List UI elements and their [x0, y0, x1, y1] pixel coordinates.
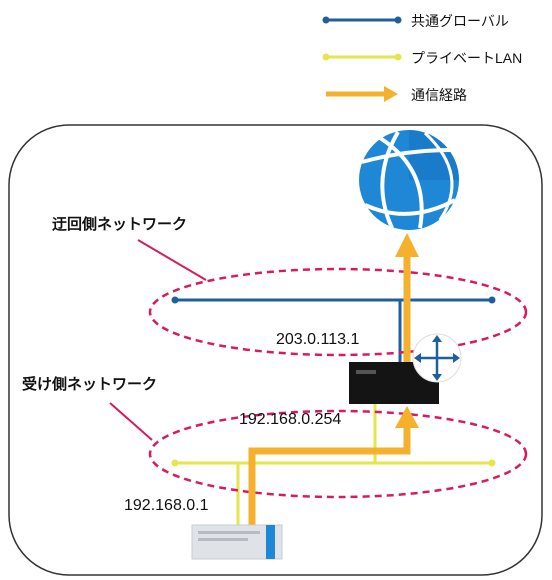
- receive-network-ellipse: [148, 409, 528, 499]
- global-network-end-left: [171, 296, 179, 304]
- legend: [322, 16, 402, 102]
- bypass-network-label: 迂回側ネットワーク: [52, 216, 188, 233]
- legend-global-dot-left: [322, 16, 330, 24]
- legend-private-label: プライベートLAN: [411, 50, 523, 66]
- legend-private-dot-right: [394, 53, 402, 61]
- communication-path: [248, 428, 411, 530]
- router-global-ip: 203.0.113.1: [276, 331, 360, 348]
- global-network-end-right: [488, 296, 496, 304]
- legend-path-label: 通信経路: [411, 87, 467, 103]
- legend-global-dot-right: [394, 16, 402, 24]
- host-ip: 192.168.0.1: [124, 497, 209, 514]
- path-arrowhead-lower: [395, 406, 419, 428]
- bypass-network-ellipse: [148, 267, 528, 357]
- receive-network-label: 受け側ネットワーク: [22, 376, 158, 393]
- site-boundary: [8, 124, 543, 576]
- legend-private-dot-left: [322, 53, 330, 61]
- legend-path-arrowhead: [384, 86, 398, 102]
- private-lan-end-right: [488, 459, 496, 467]
- globe-icon: [359, 130, 459, 230]
- receive-label-pointer: [109, 402, 153, 441]
- private-lan-end-left: [171, 459, 179, 467]
- path-arrowhead-upper: [395, 233, 419, 257]
- server-icon: [191, 524, 283, 560]
- bypass-label-pointer: [137, 239, 207, 281]
- router-lan-ip: 192.168.0.254: [239, 411, 342, 428]
- legend-global-label: 共通グローバル: [411, 13, 509, 29]
- four-arrows-icon: [412, 333, 462, 383]
